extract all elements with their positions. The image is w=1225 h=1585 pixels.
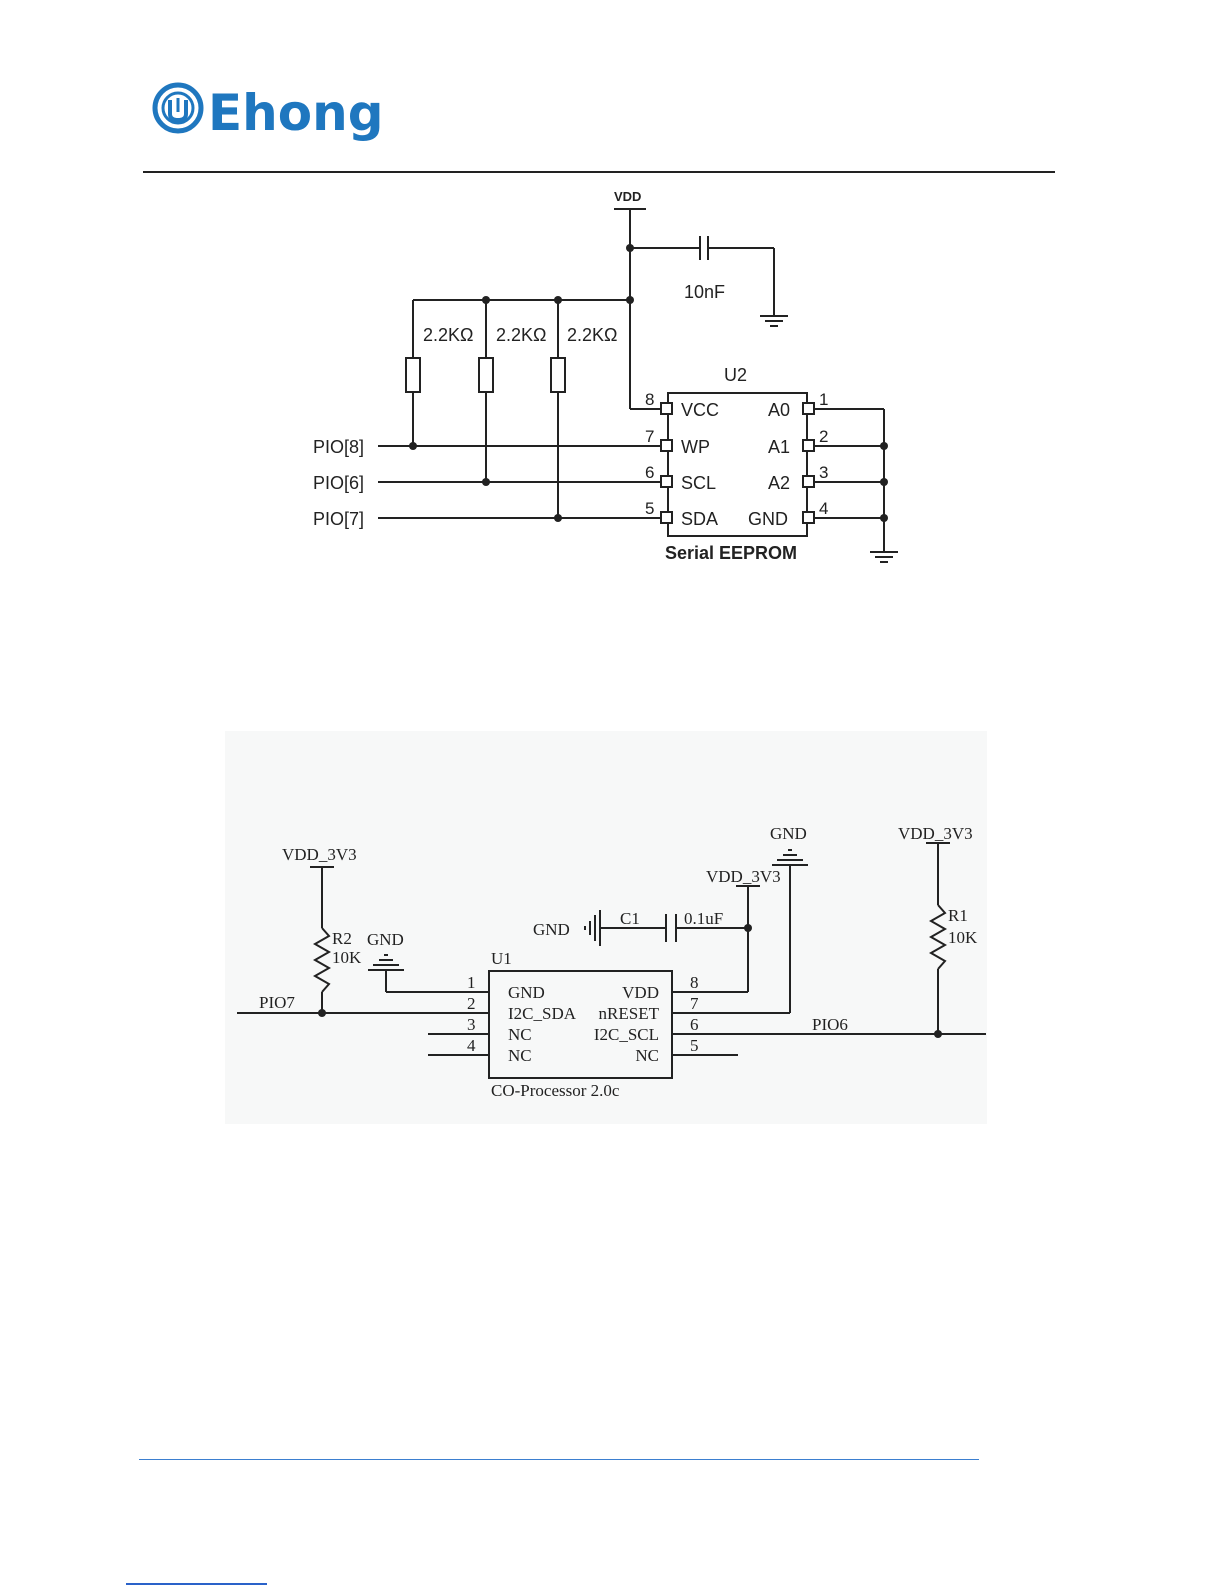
pin-num-vcc: 8 <box>645 390 654 409</box>
u1-pin-num-3: 3 <box>467 1015 476 1034</box>
footer-divider <box>139 1459 979 1460</box>
u1-pin-num-4: 4 <box>467 1036 476 1055</box>
u1-pin-num-6: 6 <box>690 1015 699 1034</box>
u1-pin-name-gnd: GND <box>508 983 545 1002</box>
u1-pin-name-vdd: VDD <box>622 983 659 1002</box>
eeprom-name-label: Serial EEPROM <box>665 543 797 563</box>
u1-pin-num-7: 7 <box>690 994 699 1013</box>
pin-name-scl: SCL <box>681 473 716 493</box>
r1-ref-label: R1 <box>948 906 968 925</box>
ground-symbol-icon <box>772 850 808 865</box>
pin-name-gnd: GND <box>748 509 788 529</box>
c1-value-label: 0.1uF <box>684 909 723 928</box>
cap-supply-label: VDD_3V3 <box>706 867 781 886</box>
u1-pin-name-nc5: NC <box>635 1046 659 1065</box>
r2-ref-label: R2 <box>332 929 352 948</box>
ground-symbol-icon <box>760 316 788 326</box>
u1-pin-name-nreset: nRESET <box>599 1004 660 1023</box>
pin-num-scl: 6 <box>645 463 654 482</box>
gnd-label-cap: GND <box>533 920 570 939</box>
net-pio6-label: PIO[6] <box>313 473 364 493</box>
pin-name-vcc: VCC <box>681 400 719 420</box>
net-pio7-label: PIO[7] <box>313 509 364 529</box>
pin-num-a0: 1 <box>819 390 828 409</box>
pin-name-wp: WP <box>681 437 710 457</box>
c1-ref-label: C1 <box>620 909 640 928</box>
u1-pin-name-scl: I2C_SCL <box>594 1025 659 1044</box>
u1-pin-name-nc4: NC <box>508 1046 532 1065</box>
resistor-r1 <box>931 905 945 969</box>
ground-symbol-icon <box>368 955 404 970</box>
capacitor-label: 10nF <box>684 282 725 302</box>
pin-name-sda: SDA <box>681 509 718 529</box>
pin-num-a1: 2 <box>819 427 828 446</box>
pin-name-a2: A2 <box>768 473 790 493</box>
net-pio8-label: PIO[8] <box>313 437 364 457</box>
resistor-r2 <box>315 928 329 992</box>
u1-ref-label: U1 <box>491 949 512 968</box>
r1-supply-label: VDD_3V3 <box>898 824 973 843</box>
u1-pin-name-sda: I2C_SDA <box>508 1004 577 1023</box>
resistor-c-label: 2.2KΩ <box>567 325 617 345</box>
gnd-label-left: GND <box>367 930 404 949</box>
net-pio6-label-2: PIO6 <box>812 1015 848 1034</box>
pin-name-a1: A1 <box>768 437 790 457</box>
pin-name-a0: A0 <box>768 400 790 420</box>
u1-pin-num-8: 8 <box>690 973 699 992</box>
ground-symbol-icon <box>870 552 898 562</box>
u1-pin-name-nc3: NC <box>508 1025 532 1044</box>
resistor-a <box>406 358 420 392</box>
pin-num-sda: 5 <box>645 499 654 518</box>
resistor-c <box>551 358 565 392</box>
ground-symbol-icon <box>585 910 600 946</box>
vdd-label: VDD <box>614 189 641 204</box>
resistor-b <box>479 358 493 392</box>
resistor-b-label: 2.2KΩ <box>496 325 546 345</box>
pin-num-gnd: 4 <box>819 499 828 518</box>
resistor-a-label: 2.2KΩ <box>423 325 473 345</box>
r1-value-label: 10K <box>948 928 978 947</box>
gnd-label-top: GND <box>770 824 807 843</box>
r2-value-label: 10K <box>332 948 362 967</box>
r2-supply-label: VDD_3V3 <box>282 845 357 864</box>
u1-pin-num-2: 2 <box>467 994 476 1013</box>
u1-pin-num-1: 1 <box>467 973 476 992</box>
pin-num-a2: 3 <box>819 463 828 482</box>
u1-pin-num-5: 5 <box>690 1036 699 1055</box>
eeprom-ref-label: U2 <box>724 365 747 385</box>
u1-name-label: CO-Processor 2.0c <box>491 1081 620 1100</box>
net-pio7-label-2: PIO7 <box>259 993 295 1012</box>
pin-num-wp: 7 <box>645 427 654 446</box>
